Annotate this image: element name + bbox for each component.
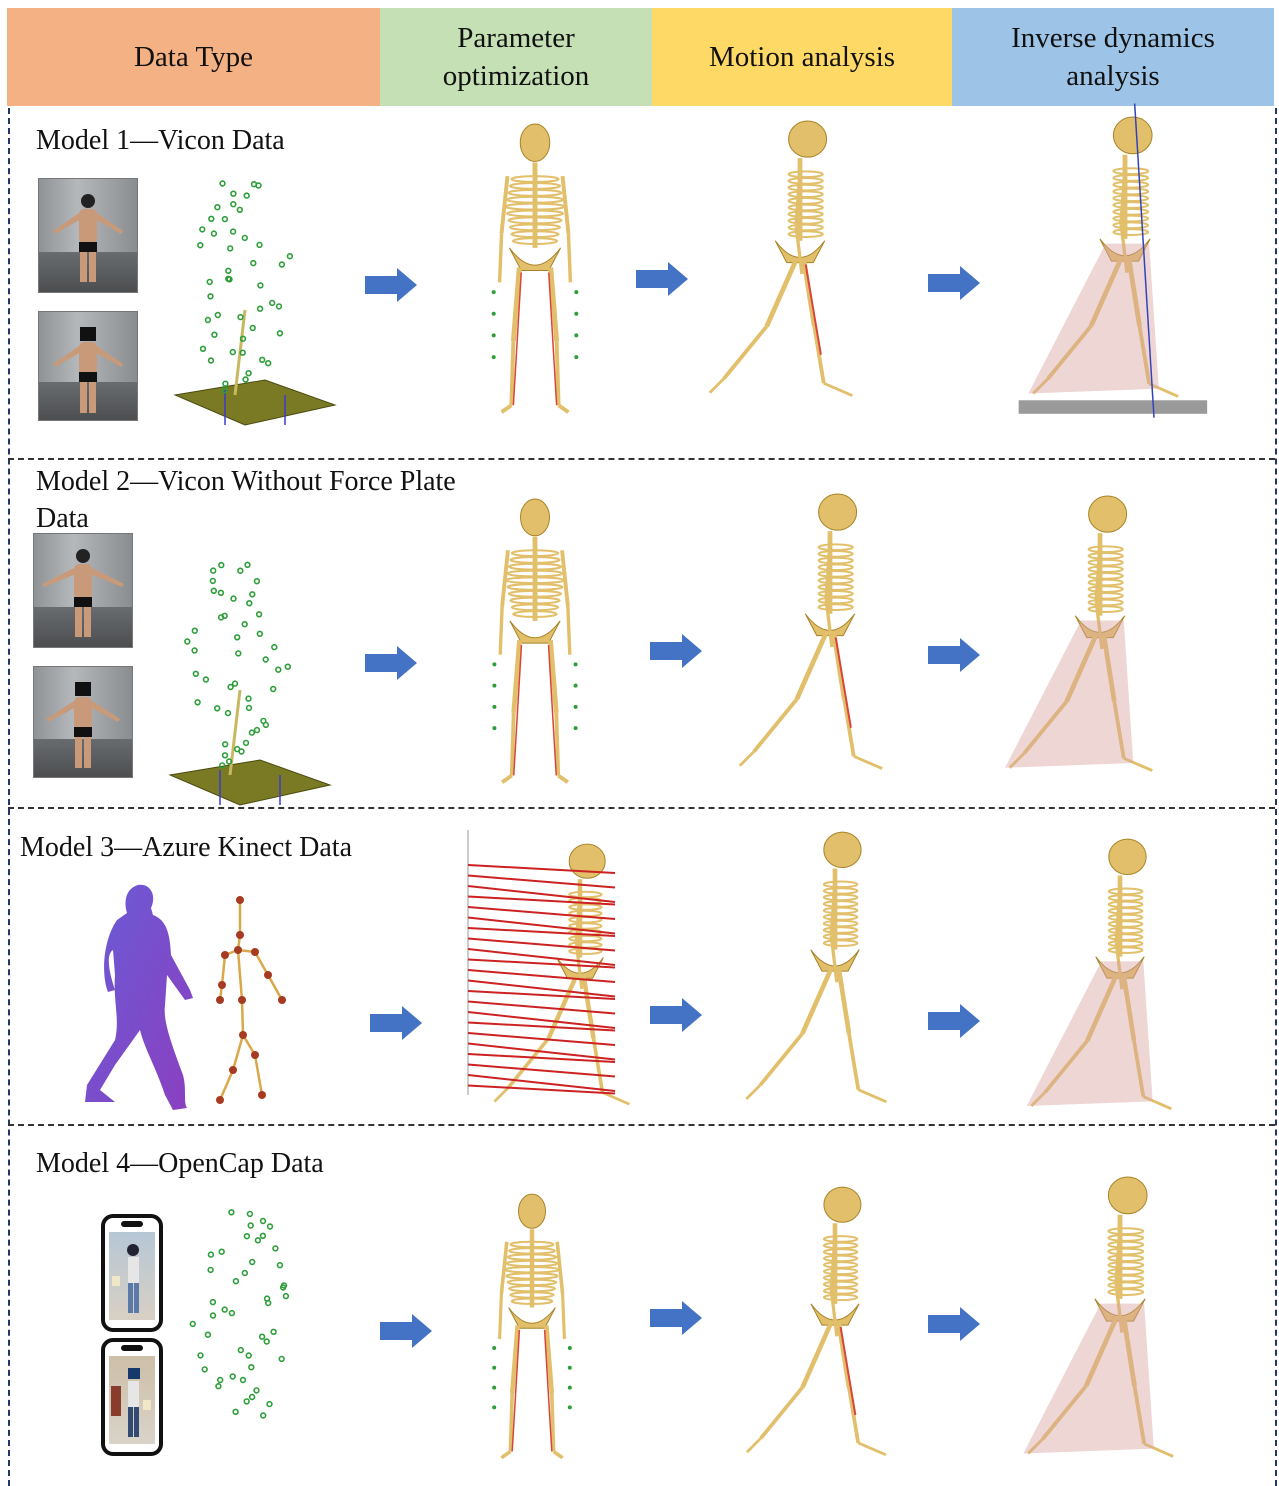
marker-cloud — [190, 1210, 288, 1418]
skeleton-model — [1023, 1177, 1173, 1456]
right-arrow-icon — [365, 646, 417, 680]
right-arrow-icon — [928, 638, 980, 672]
right-arrow-icon — [650, 634, 702, 668]
right-arrow-icon — [650, 998, 702, 1032]
right-arrow-icon — [636, 262, 688, 296]
right-arrow-icon — [928, 1004, 980, 1038]
skeleton-model — [492, 499, 577, 782]
right-arrow-icon — [650, 1301, 702, 1335]
skeleton-model — [747, 1187, 886, 1455]
right-arrow-icon — [928, 1307, 980, 1341]
skeleton-model — [492, 1194, 572, 1458]
skeleton-model — [1027, 839, 1172, 1109]
skeleton-model — [1019, 104, 1208, 418]
skeleton-model — [492, 124, 579, 412]
marker-cloud — [175, 181, 335, 425]
marker-cloud — [170, 562, 330, 805]
skeleton-model — [1005, 496, 1152, 771]
right-arrow-icon — [365, 268, 417, 302]
skeleton-model — [746, 832, 886, 1102]
skeleton-model — [740, 494, 883, 769]
right-arrow-icon — [370, 1006, 422, 1040]
right-arrow-icon — [380, 1314, 432, 1348]
right-arrow-icon — [928, 266, 980, 300]
kinect-joint-skeleton — [216, 896, 286, 1104]
skeleton-model — [710, 121, 853, 396]
